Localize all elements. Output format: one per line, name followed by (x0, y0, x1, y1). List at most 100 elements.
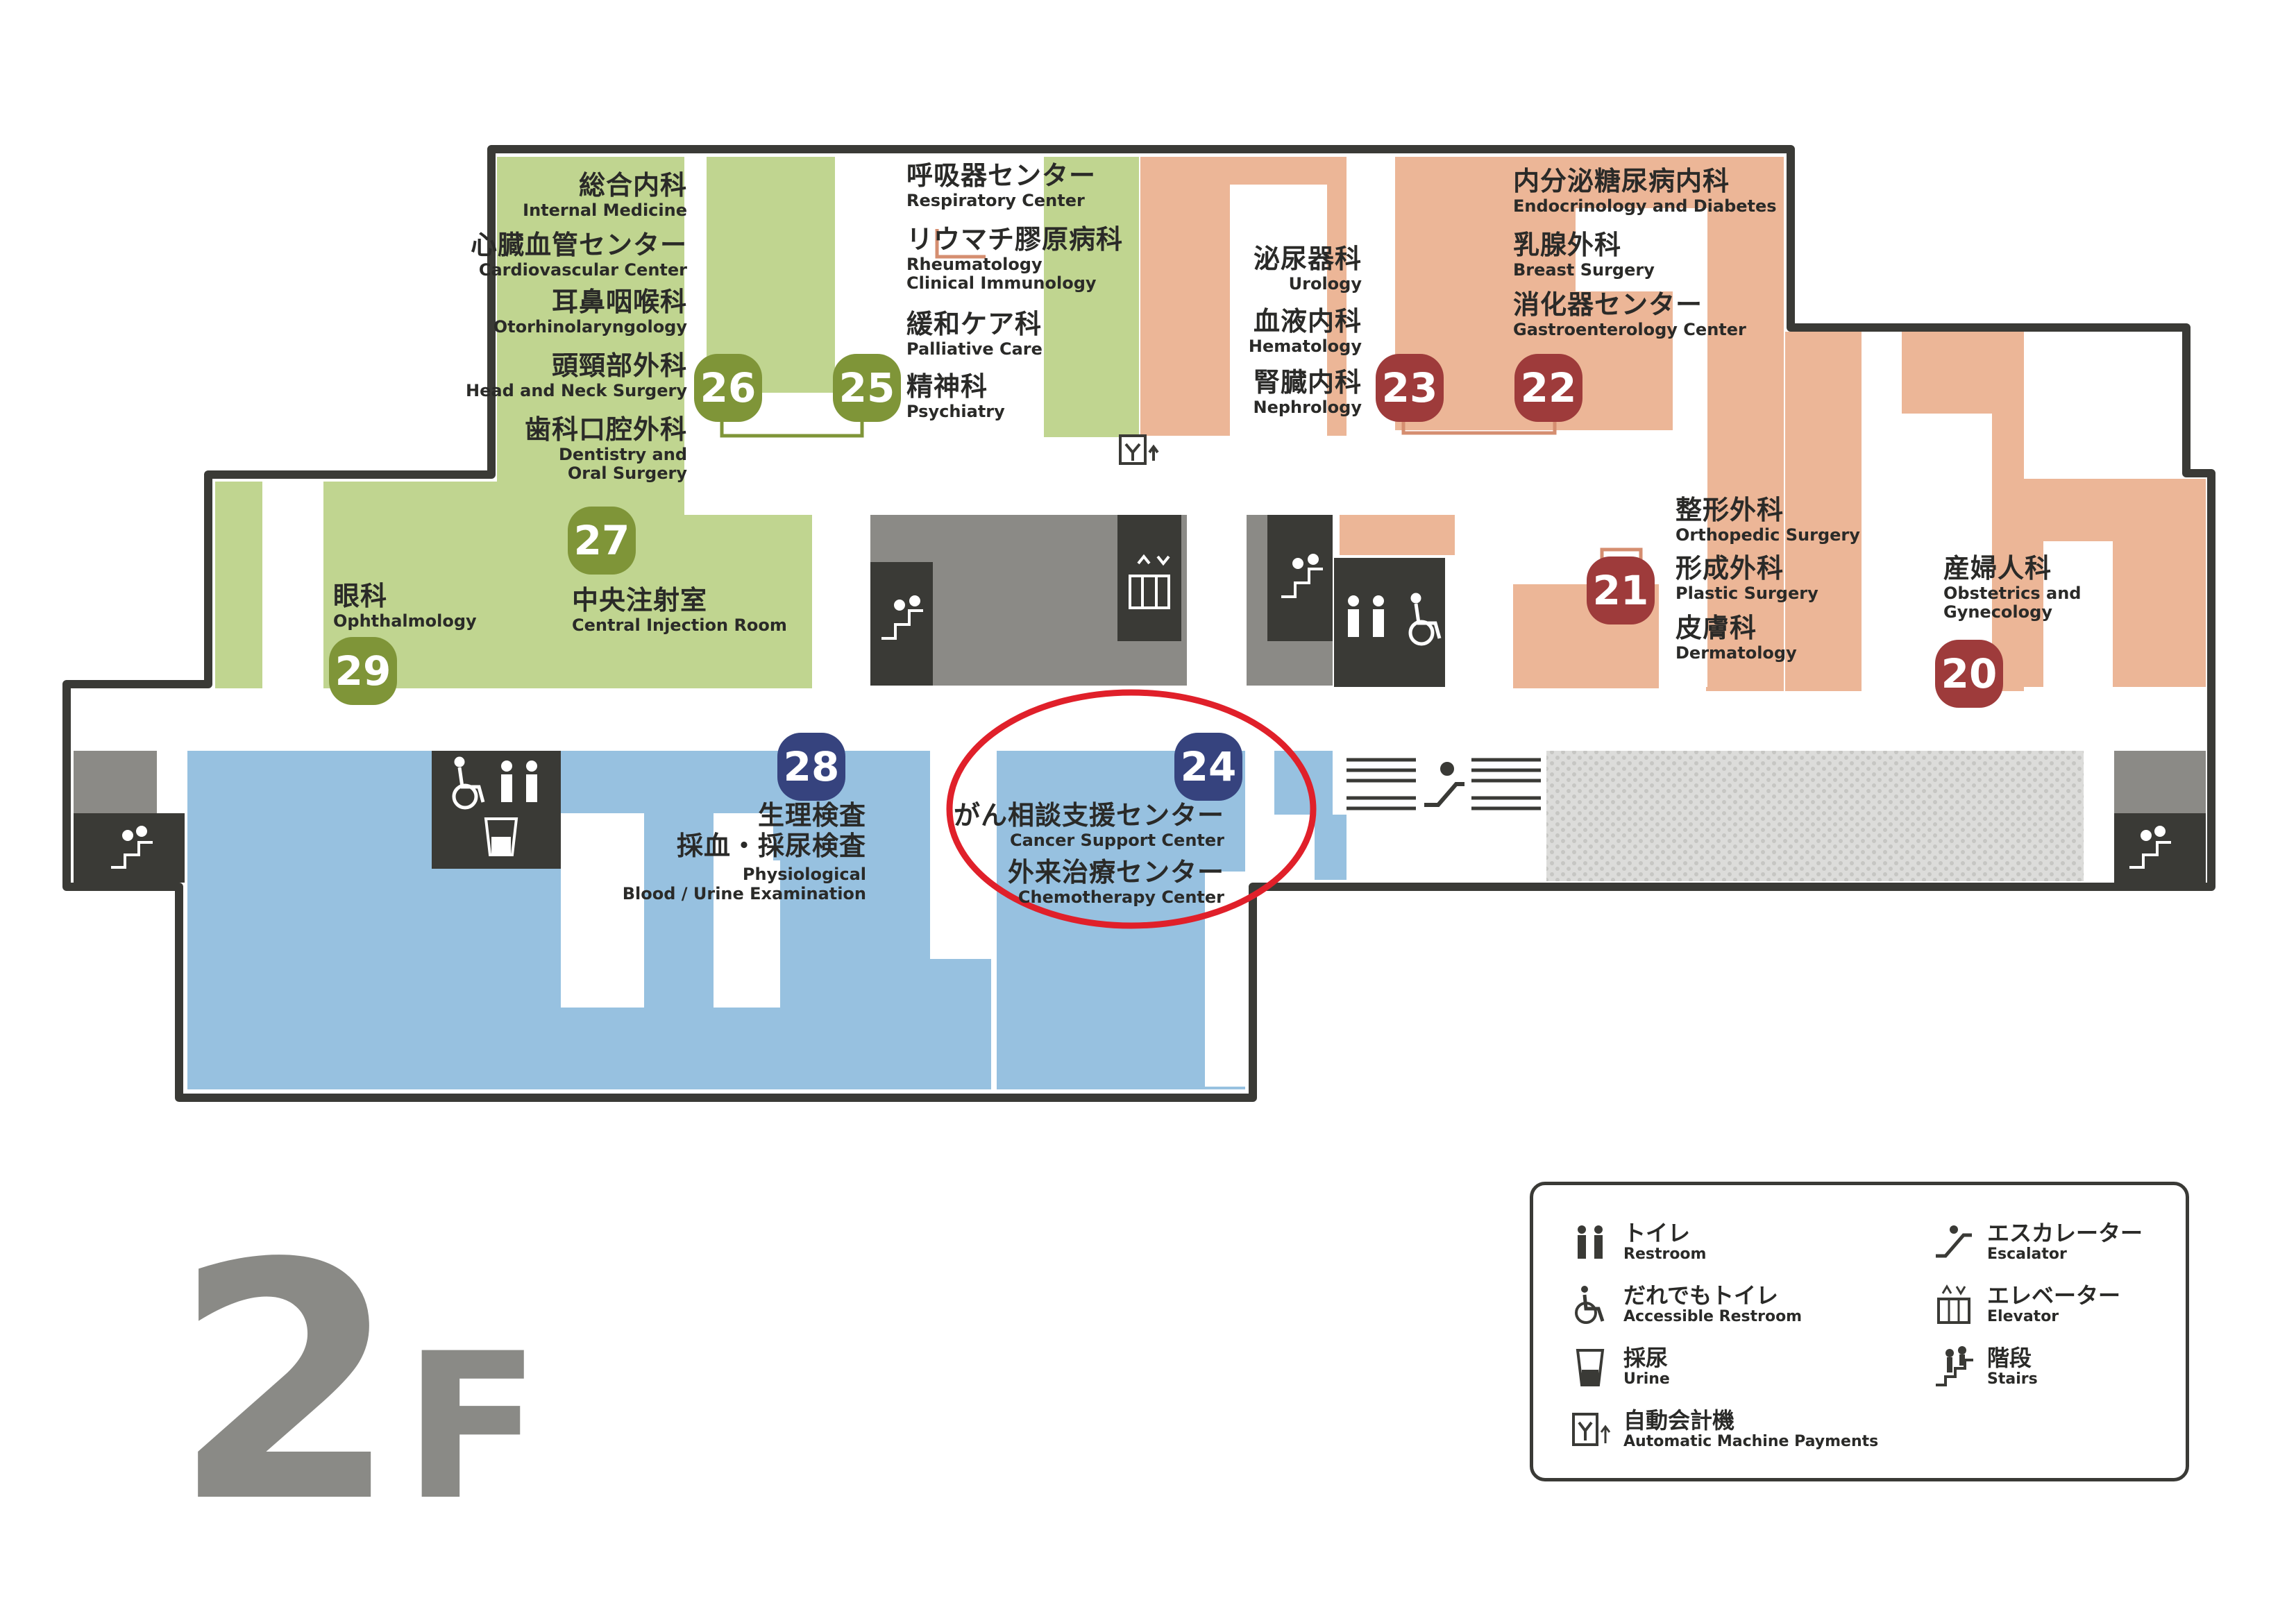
legend-en: Stairs (1987, 1370, 2038, 1388)
dept-en: Oral Surgery (567, 464, 687, 484)
dept-obgyn: 産婦人科 Obstetrics and Gynecology (1943, 553, 2082, 628)
elevator-icon (1129, 554, 1170, 609)
dept-cancer-support: がん相談支援センター Cancer Support Center (953, 800, 1224, 856)
dept-en: Endocrinology and Diabetes (1513, 196, 1777, 216)
dept-en: Dentistry and (558, 444, 687, 464)
dept-ja: 呼吸器センター (906, 160, 1097, 191)
dept-ja: 形成外科 (1675, 553, 1784, 584)
dept-en: Gynecology (1943, 602, 2052, 622)
dept-en: Physiological (742, 865, 866, 885)
legend-en: Urine (1623, 1370, 1670, 1388)
dept-en: Central Injection Room (572, 615, 787, 635)
green-zone (215, 157, 1139, 688)
stairs-icon (2129, 826, 2171, 869)
dept-en: Respiratory Center (906, 190, 1085, 210)
dept-en: Blood / Urine Examination (622, 883, 866, 903)
dept-ja: 生理検査 (757, 800, 866, 831)
dept-ja: 頭頸部外科 (551, 350, 687, 381)
dept-urology: 泌尿器科 Urology (1253, 244, 1362, 299)
floor-indicator: 2F (172, 1221, 541, 1547)
dept-physiological-exam: 生理検査 採血・採尿検査 Physiological Blood / Urine… (622, 800, 866, 910)
dept-en: Palliative Care (906, 339, 1043, 359)
wheelchair-icon (1408, 593, 1442, 646)
dept-en: Orthopedic Surgery (1675, 525, 1860, 545)
badge-22[interactable]: 22 (1514, 354, 1582, 422)
stairs-icon (1936, 1346, 1973, 1386)
dept-en: Urology (1288, 273, 1362, 294)
dept-ophthalmology: 眼科 Ophthalmology (333, 581, 477, 636)
badge-25[interactable]: 25 (833, 354, 901, 422)
dept-cardiovascular: 心臓血管センター Cardiovascular Center (471, 230, 687, 285)
legend-ja: 採尿 (1623, 1345, 1669, 1371)
dept-en: Obstetrics and (1943, 583, 2082, 603)
badge-28[interactable]: 28 (777, 733, 845, 801)
dept-plastic: 形成外科 Plastic Surgery (1675, 553, 1818, 609)
stairs-icon (1281, 554, 1323, 598)
badge-29[interactable]: 29 (329, 637, 397, 705)
escalator-marker (1347, 758, 1541, 810)
dept-gastroenterology: 消化器センター Gastroenterology Center (1513, 289, 1746, 345)
dept-en: Otorhinolaryngology (493, 316, 687, 337)
dept-en: Cancer Support Center (1009, 830, 1224, 850)
dept-endocrinology: 内分泌糖尿病内科 Endocrinology and Diabetes (1513, 166, 1777, 221)
dept-ja: 心臓血管センター (470, 230, 687, 260)
dept-ja: リウマチ膠原病科 (906, 224, 1124, 255)
restroom-icon (1578, 1225, 1603, 1259)
dept-ja: 消化器センター (1513, 289, 1703, 320)
legend-en: Accessible Restroom (1623, 1308, 1803, 1326)
badge-21[interactable]: 21 (1587, 556, 1655, 624)
dept-en: Head and Neck Surgery (466, 380, 687, 400)
payment-machine-icon (1119, 434, 1159, 465)
legend-en: Restroom (1623, 1246, 1707, 1264)
dept-en: Breast Surgery (1513, 260, 1655, 280)
dept-dental: 歯科口腔外科 Dentistry and Oral Surgery (525, 414, 687, 489)
dept-en: Plastic Surgery (1675, 583, 1818, 603)
badge-26[interactable]: 26 (694, 354, 762, 422)
dept-en: Internal Medicine (523, 200, 687, 220)
dept-orthopedic: 整形外科 Orthopedic Surgery (1675, 495, 1860, 550)
badge-20[interactable]: 20 (1935, 640, 2003, 708)
dept-en: Chemotherapy Center (1018, 887, 1224, 907)
dept-chemotherapy: 外来治療センター Chemotherapy Center (1007, 857, 1224, 912)
dept-ja: 内分泌糖尿病内科 (1513, 166, 1730, 196)
dept-ja: 腎臓内科 (1253, 367, 1362, 398)
escalator-icon (1936, 1225, 1972, 1258)
dept-nephrology: 腎臓内科 Nephrology (1253, 367, 1362, 423)
floor-number: 2 (172, 1194, 400, 1574)
dept-ja: 緩和ケア科 (906, 309, 1043, 339)
wheelchair-icon (452, 756, 485, 810)
dept-ja: 乳腺外科 (1513, 230, 1622, 260)
dept-en: Hematology (1248, 336, 1362, 356)
dept-ja: 中央注射室 (572, 585, 708, 615)
elevator-icon (1937, 1284, 1970, 1324)
dept-ja: 外来治療センター (1007, 857, 1224, 887)
service-blocks (74, 515, 2206, 883)
dept-otorhinolaryngology: 耳鼻咽喉科 Otorhinolaryngology (493, 287, 687, 342)
payment-machine-icon (1572, 1413, 1611, 1446)
dept-ja: 整形外科 (1675, 495, 1784, 525)
restroom-icon (1348, 595, 1384, 637)
badge-23[interactable]: 23 (1376, 354, 1444, 422)
dept-en: Clinical Immunology (906, 273, 1097, 294)
dept-psychiatry: 精神科 Psychiatry (906, 371, 1005, 427)
dept-ja: 総合内科 (578, 170, 687, 201)
floor-suffix: F (403, 1311, 541, 1545)
urine-cup-icon (1576, 1349, 1605, 1386)
dept-ja: がん相談支援センター (953, 800, 1224, 831)
badge-27[interactable]: 27 (568, 507, 636, 575)
dept-hematology: 血液内科 Hematology (1248, 306, 1362, 362)
dept-en: Ophthalmology (333, 611, 477, 631)
dept-ja: 精神科 (906, 371, 988, 402)
badge-24[interactable]: 24 (1174, 733, 1242, 801)
dept-en: Rheumatology (906, 254, 1043, 274)
legend-ja: だれでもトイレ (1623, 1282, 1779, 1309)
dept-ja: 産婦人科 (1943, 553, 2052, 584)
highlight-circle (946, 689, 1317, 929)
